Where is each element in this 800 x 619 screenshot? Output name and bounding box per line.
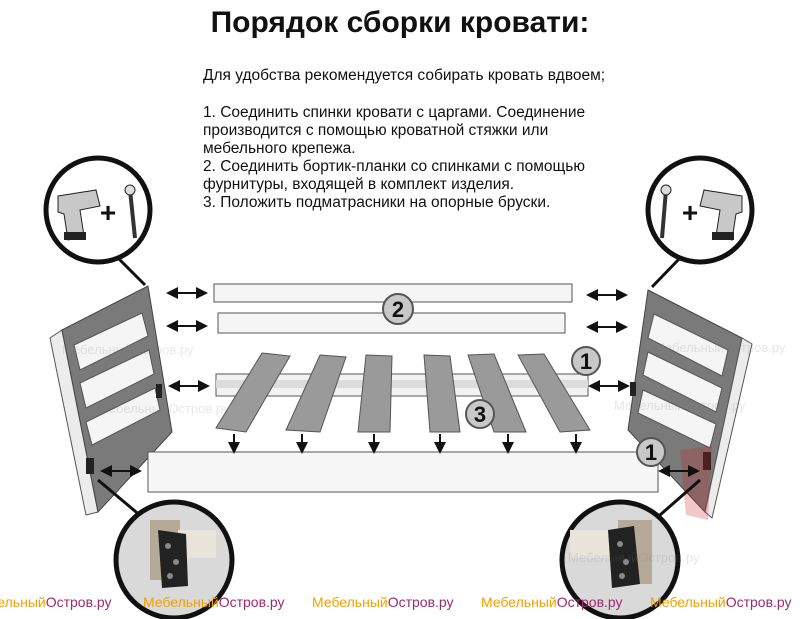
step-line-6: 3. Положить подматрасники на опорные бру… <box>203 194 551 211</box>
watermark-faint: МебельныйОстров.ру <box>62 342 194 357</box>
bracket-icon <box>158 530 188 588</box>
bracket-circle-left <box>97 478 235 619</box>
watermark-1: МебельныйОстров.ру <box>0 594 112 610</box>
left-headboard <box>49 285 173 516</box>
svg-text:1: 1 <box>645 440 657 465</box>
step-line-1: 1. Соединить спинки кровати с царгами. С… <box>203 104 586 121</box>
page-title: Порядок сборки кровати: <box>210 6 590 39</box>
watermark-faint: МебельныйОстров.ру <box>654 340 786 355</box>
down-arrows <box>228 434 582 454</box>
watermark-faint: МебельныйОстров.ру <box>98 401 230 416</box>
watermark-4: МебельныйОстров.ру <box>481 594 623 610</box>
step-line-4: 2. Соединить бортик-планки со спинками с… <box>203 158 585 175</box>
watermark-faint: МебельныйОстров.ру <box>568 550 700 565</box>
svg-text:3: 3 <box>474 402 486 427</box>
intro-text: Для удобства рекомендуется собирать кров… <box>203 67 606 84</box>
bracket-icon <box>608 526 640 588</box>
front-rail <box>147 451 659 493</box>
slats <box>215 352 591 433</box>
svg-text:1: 1 <box>580 349 592 374</box>
tool-circle-right: + <box>645 155 755 289</box>
screw-icon <box>124 184 137 239</box>
step-line-2: производится с помощью кроватной стяжки … <box>203 122 549 139</box>
step-line-3: мебельного крепежа. <box>203 140 356 157</box>
callout-2: 2 <box>382 293 414 325</box>
callout-1-back: 1 <box>571 346 601 376</box>
bracket-circle-right <box>559 478 701 619</box>
screw-icon <box>660 184 672 239</box>
watermark-faint: МебельныйОстров.ру <box>614 398 746 413</box>
callout-1-front: 1 <box>636 437 666 467</box>
drill-icon <box>57 189 101 241</box>
plus-sign: + <box>100 197 116 228</box>
watermark-2: МебельныйОстров.ру <box>143 594 285 610</box>
watermark-3: МебельныйОстров.ру <box>312 594 454 610</box>
drill-icon <box>699 189 743 241</box>
step-line-5: фурнитуры, входящей в комплект изделия. <box>203 176 515 193</box>
plus-sign: + <box>682 197 698 228</box>
watermark-5: МебельныйОстров.ру <box>650 594 792 610</box>
tool-circle-left: + <box>43 155 153 287</box>
svg-text:2: 2 <box>392 297 404 322</box>
callout-3: 3 <box>465 399 495 429</box>
connection-arrows <box>100 287 700 477</box>
